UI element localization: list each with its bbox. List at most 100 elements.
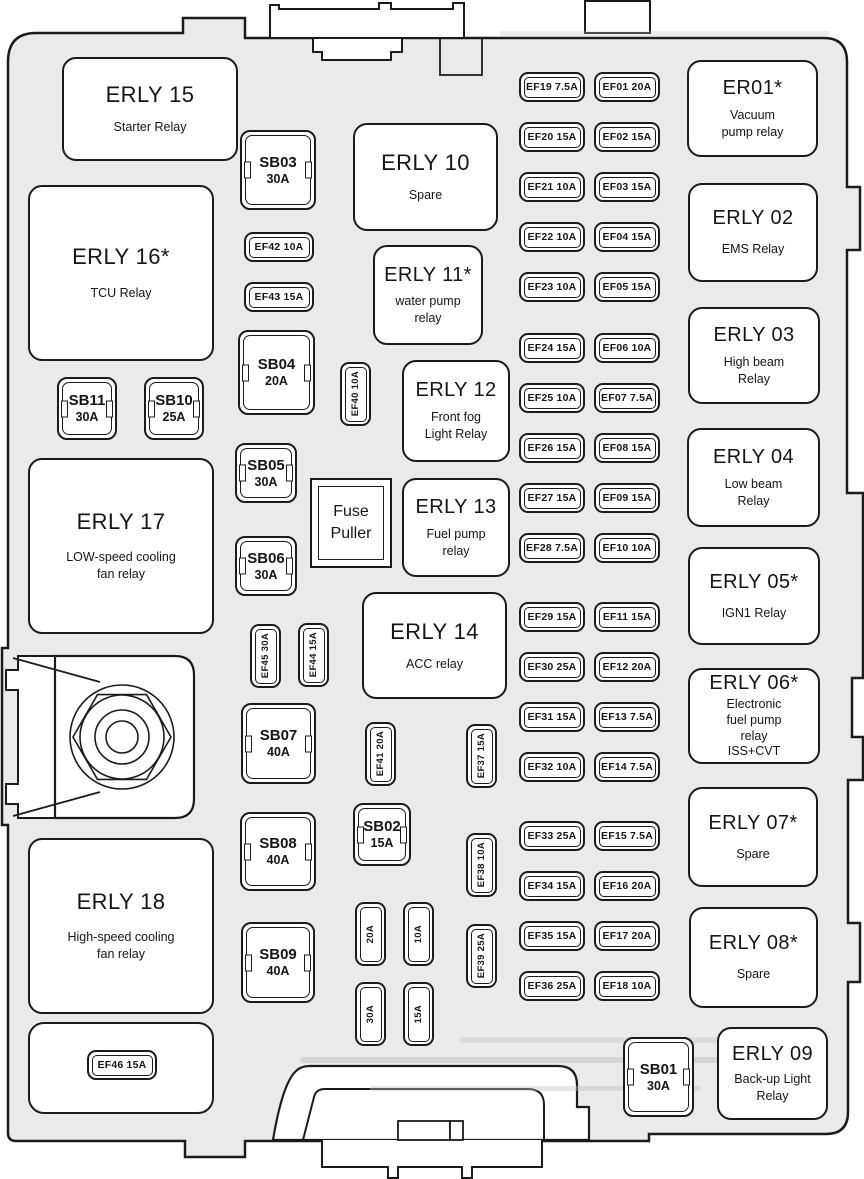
fuse-sb09: SB09 40A [241,922,315,1003]
relay-erly14: ERLY 14 ACC relay [362,592,507,699]
fuse-label: EF05 15A [602,281,652,293]
bottom-connector-latch-small [449,1120,464,1141]
fuse-row: EF34 15A EF16 20A [519,871,660,901]
fuse-name: SB06 [247,549,285,567]
relay-subtitle: TCU Relay [90,286,152,301]
fuse-clip-left [245,954,252,971]
relay-subtitle: High beam Relay [723,354,785,386]
fuse-ef41: EF41 20A [365,722,396,786]
relay-title: ERLY 16* [72,244,170,270]
relay-subtitle: Low beam Relay [724,476,783,508]
fuse-sb04: SB04 20A [238,330,315,415]
fuse-clip-right [683,1068,690,1086]
fuse-label: EF46 15A [97,1059,147,1071]
fuse-label: SB07 40A [243,705,314,782]
fuse-pill: EF15 7.5A [594,821,660,851]
fuse-pill: EF07 7.5A [594,383,660,413]
fuse-label: EF40 10A [350,371,361,417]
fuse-pill: EF21 10A [519,172,585,202]
relay-title: ERLY 10 [381,150,470,176]
relay-subtitle: Starter Relay [113,120,187,135]
fuse-clip-right [193,400,200,417]
fuse-clip-right [305,843,312,860]
fuse-amp: 40A [266,964,290,978]
fuse-name: SB01 [639,1060,678,1078]
fuse-ef45: EF45 30A [250,624,281,688]
fuse-row: EF30 25A EF12 20A [519,652,660,682]
fuse-sb10: SB10 25A [144,377,204,440]
fuse-clip-left [244,161,251,179]
fuse-clip-left [244,843,251,860]
relay-subtitle: Back-up Light Relay [734,1071,811,1103]
top-connector-tray [312,37,403,61]
fuse-sb03: SB03 30A [240,130,316,210]
fuse-ef46: EF46 15A [87,1050,157,1080]
fuse-label: EF28 7.5A [526,542,578,554]
fuse-clip-left [357,826,364,843]
fuse-pill: EF08 15A [594,433,660,463]
fuse-ef42: EF42 10A [244,232,314,262]
fuse-group-2: EF24 15A EF06 10A EF25 10A EF07 7.5A EF2… [519,333,660,563]
fuse-spare-20a: 20A [355,902,386,966]
fuse-label: EF08 15A [602,442,652,454]
fuse-pill: EF13 7.5A [594,702,660,732]
bottom-connector-latch [397,1120,451,1141]
fuse-ef38: EF38 10A [466,833,497,897]
fuse-label: EF20 15A [527,131,577,143]
fuse-pill: EF34 15A [519,871,585,901]
fuse-label: EF33 25A [527,830,577,842]
relay-erly08: ERLY 08* Spare [689,907,818,1008]
relay-title: ERLY 13 [415,495,497,518]
fuse-label: EF13 7.5A [601,711,653,723]
fuse-clip-left [242,364,249,381]
relay-subtitle: Spare [736,967,771,982]
top-connector [269,2,465,39]
fuse-amp: 30A [254,474,278,489]
relay-erly16: ERLY 16* TCU Relay [28,185,214,361]
fuse-amp: 30A [75,410,99,424]
fuse-row: EF32 10A EF14 7.5A [519,752,660,782]
fuse-group-3: EF29 15A EF11 15A EF30 25A EF12 20A EF31… [519,602,660,782]
relay-erly17: ERLY 17 LOW-speed cooling fan relay [28,458,214,634]
fuse-spare-10a: 10A [403,902,434,966]
bottom-connector-inner [302,1088,545,1141]
fuse-pill: EF23 10A [519,272,585,302]
top-right-block [584,0,651,34]
fuse-group-1: EF19 7.5A EF01 20A EF20 15A EF02 15A EF2… [519,72,660,302]
fuse-label: SB09 40A [243,924,313,1001]
fuse-label: EF23 10A [527,281,577,293]
fuse-label: SB08 40A [242,814,314,889]
fuse-label: EF37 15A [476,733,487,779]
fuse-pill: EF22 10A [519,222,585,252]
fuse-row: EF22 10A EF04 15A [519,222,660,252]
relay-erly06: ERLY 06* Electronic fuel pump relay ISS+… [688,668,820,764]
fuse-clip-left [239,464,246,482]
fuse-amp: 15A [370,836,394,850]
relay-erly10: ERLY 10 Spare [353,123,498,231]
fuse-row: EF20 15A EF02 15A [519,122,660,152]
fuse-pill: EF14 7.5A [594,752,660,782]
fuse-name: SB02 [363,818,401,835]
fuse-amp: 20A [265,374,288,388]
fuse-pill: EF01 20A [594,72,660,102]
fuse-ef39: EF39 25A [466,924,497,988]
fuse-row: EF35 15A EF17 20A [519,921,660,951]
fuse-row: EF27 15A EF09 15A [519,483,660,513]
bottom-connector-base [321,1140,543,1179]
fuse-label: EF32 10A [527,761,577,773]
fuse-row: EF31 15A EF13 7.5A [519,702,660,732]
fuse-label: EF04 15A [602,231,652,243]
fuse-spare-30a: 30A [355,982,386,1046]
fuse-label: EF43 15A [254,291,304,303]
fuse-name: SB11 [68,392,106,409]
relay-title: ERLY 15 [105,82,195,108]
fuse-label: EF14 7.5A [601,761,653,773]
fuse-sb02: SB02 15A [353,803,411,866]
fuse-group-4: EF33 25A EF15 7.5A EF34 15A EF16 20A EF3… [519,821,660,1001]
relay-title: ERLY 14 [390,618,479,644]
fuse-label: EF18 10A [602,980,652,992]
stud-bevel-top [12,657,101,683]
fuse-label: EF01 20A [602,81,652,93]
fuse-pill: EF25 10A [519,383,585,413]
relay-subtitle: Electronic fuel pump relay ISS+CVT [726,697,782,759]
